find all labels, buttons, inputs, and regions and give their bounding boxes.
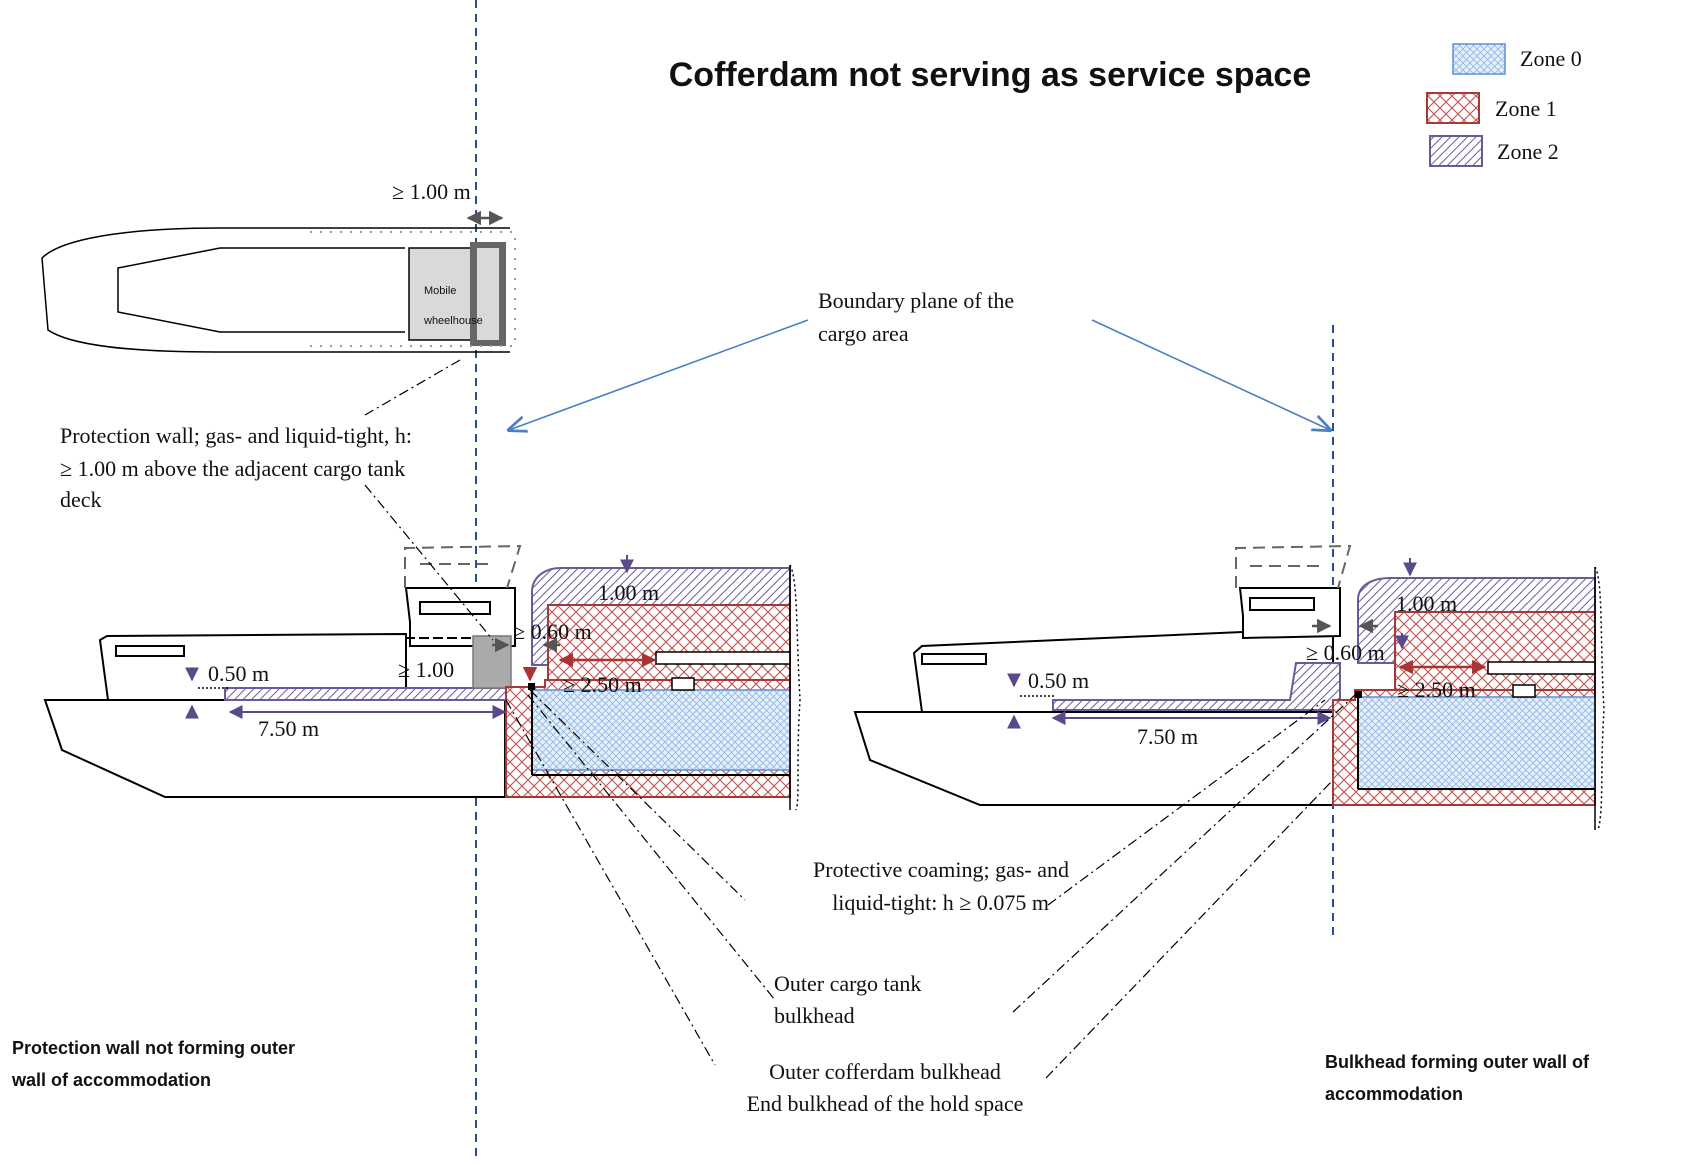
right-dome <box>1512 684 1536 698</box>
left-dim-250-label: ≥ 2.50 m <box>563 672 642 697</box>
right-side-view: 1.00 m ≥ 0.60 m ≥ 2.50 m 0.50 m 7.50 m <box>853 544 1605 831</box>
top-view-protection-wall-inner <box>477 248 499 340</box>
right-wheelhouse-raised <box>1235 544 1352 589</box>
protection-wall-label-line2: ≥ 1.00 m above the adjacent cargo tank <box>60 456 405 481</box>
right-zone2-deck-strip <box>1052 662 1341 711</box>
left-accommodation-window <box>115 645 185 657</box>
right-dim-100-label: 1.00 m <box>1396 591 1457 616</box>
leader-top-wall <box>364 359 461 416</box>
outer-tank-label-line2: bulkhead <box>774 1003 855 1028</box>
right-wheelhouse <box>1238 587 1341 640</box>
leader-lines <box>364 359 1356 1079</box>
top-view-vessel: Mobile wheelhouse ≥ 1.00 m <box>41 179 516 353</box>
left-wheelhouse-window <box>419 601 491 615</box>
left-wheelhouse-raised <box>404 544 522 589</box>
legend: Zone 0 Zone 1 Zone 2 <box>1426 43 1582 167</box>
outer-tank-label-line1: Outer cargo tank <box>774 971 921 996</box>
caption-left-line2: wall of accommodation <box>11 1070 211 1090</box>
caption-right-line2: accommodation <box>1325 1084 1463 1104</box>
cofferdam-label-line2: End bulkhead of the hold space <box>747 1091 1024 1116</box>
left-dome <box>671 677 695 691</box>
top-dim-label: ≥ 1.00 m <box>392 179 471 204</box>
leader-coaming-right <box>1047 699 1326 906</box>
left-hull-aft <box>43 699 506 798</box>
right-accommodation-window <box>921 653 987 665</box>
leader-tank-left <box>527 694 776 1001</box>
left-dim-ge100-label: ≥ 1.00 <box>398 657 454 682</box>
mobile-label: Mobile <box>424 285 456 297</box>
wheelhouse-label: wheelhouse <box>423 315 483 327</box>
legend-swatch-zone-2 <box>1429 135 1483 167</box>
cofferdam-label-line1: Outer cofferdam bulkhead <box>769 1059 1001 1084</box>
legend-label-zone-0: Zone 0 <box>1520 46 1582 71</box>
top-view-hull <box>41 227 510 353</box>
caption-right-line1: Bulkhead forming outer wall of <box>1325 1052 1590 1072</box>
leader-tank-right <box>1012 694 1356 1013</box>
legend-label-zone-2: Zone 2 <box>1497 139 1559 164</box>
right-hull-aft <box>853 711 1334 806</box>
caption-left-line1: Protection wall not forming outer <box>12 1038 295 1058</box>
left-dim-060-label: ≥ 0.60 m <box>513 619 592 644</box>
protection-wall-label-line3: deck <box>60 487 102 512</box>
left-coaming-marker <box>528 683 535 690</box>
left-dim-050-label: 0.50 m <box>208 661 269 686</box>
left-zone0-tank <box>531 689 791 771</box>
left-dim-100-label: 1.00 m <box>598 580 659 605</box>
right-break-line <box>1594 566 1605 831</box>
boundary-arrow-right <box>1091 319 1330 430</box>
right-dim-750-label: 7.50 m <box>1137 724 1198 749</box>
left-dim-750-label: 7.50 m <box>258 716 319 741</box>
page-title: Cofferdam not serving as service space <box>669 56 1312 94</box>
right-zone0-tank <box>1357 696 1596 790</box>
leader-protection-wall <box>364 484 494 641</box>
protection-wall-label-line1: Protection wall; gas- and liquid-tight, … <box>60 423 412 448</box>
right-dim-250-label: ≥ 2.50 m <box>1397 677 1476 702</box>
right-trunk-deck <box>1487 661 1596 675</box>
boundary-label-line1: Boundary plane of the <box>818 288 1014 313</box>
left-side-view: 1.00 m ≥ 0.60 m ≥ 2.50 m 0.50 m 7.50 m ≥… <box>43 544 801 811</box>
coaming-label-line2: liquid-tight: h ≥ 0.075 m <box>832 890 1049 915</box>
leader-cofferdam-right <box>1045 779 1334 1079</box>
left-trunk-deck <box>655 651 791 665</box>
left-zone2-deck-strip <box>224 687 509 701</box>
legend-label-zone-1: Zone 1 <box>1495 96 1557 121</box>
right-wheelhouse-window <box>1249 597 1315 611</box>
coaming-label-line1: Protective coaming; gas- and <box>813 857 1069 882</box>
right-coaming-marker <box>1355 691 1362 698</box>
right-dim-060-label: ≥ 0.60 m <box>1306 640 1385 665</box>
top-view-hold <box>117 247 405 333</box>
boundary-label-line2: cargo area <box>818 321 909 346</box>
legend-swatch-zone-0 <box>1452 43 1506 75</box>
left-break-line <box>789 564 801 811</box>
right-dim-050-label: 0.50 m <box>1028 668 1089 693</box>
boundary-arrow-left <box>509 319 809 430</box>
legend-swatch-zone-1 <box>1426 92 1480 124</box>
